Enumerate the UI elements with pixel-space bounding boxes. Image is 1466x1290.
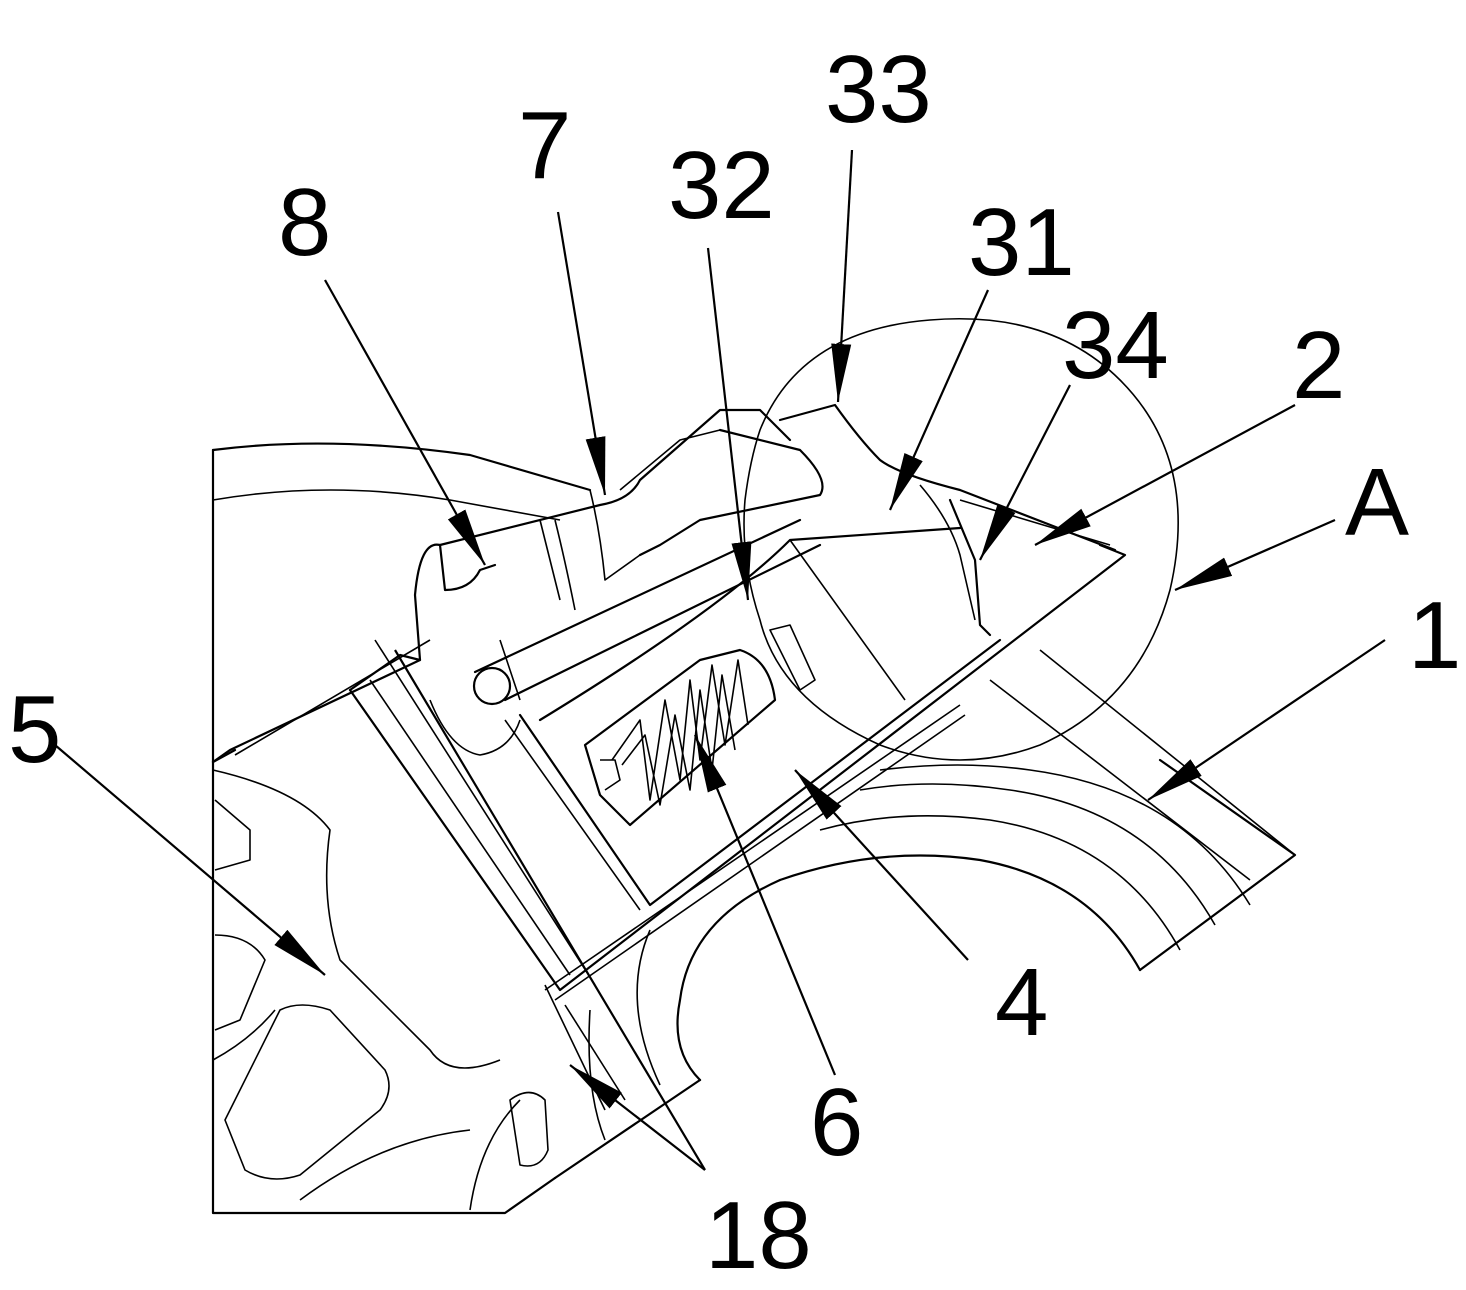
- label-5: 5: [8, 676, 61, 783]
- label-8: 8: [278, 169, 331, 276]
- leader-2: [1035, 405, 1295, 545]
- label-33: 33: [825, 36, 932, 143]
- leader-18: [395, 650, 705, 1170]
- leader-8: [325, 280, 485, 565]
- leader-7: [558, 212, 605, 495]
- label-1: 1: [1408, 582, 1461, 689]
- leader-lines: [55, 150, 1385, 1170]
- leader-33: [838, 150, 852, 402]
- label-7: 7: [518, 92, 571, 199]
- label-6: 6: [810, 1069, 863, 1176]
- housing-body: [213, 444, 590, 1213]
- label-34: 34: [1062, 292, 1169, 399]
- label-32: 32: [668, 132, 775, 239]
- label-4: 4: [995, 949, 1048, 1056]
- label-18: 18: [705, 1182, 812, 1289]
- leader-6: [695, 735, 835, 1075]
- leader-5: [55, 745, 325, 975]
- spring: [585, 650, 775, 825]
- leader-a: [1175, 520, 1335, 590]
- leader-32: [708, 248, 748, 600]
- leader-4: [795, 770, 968, 960]
- leader-1: [1148, 640, 1385, 800]
- label-a: A: [1345, 449, 1409, 556]
- label-2: 2: [1292, 312, 1345, 419]
- reference-labels: 33 7 32 31 8 34 2 A 1 5 4 6 18: [8, 36, 1461, 1289]
- label-31: 31: [968, 189, 1075, 296]
